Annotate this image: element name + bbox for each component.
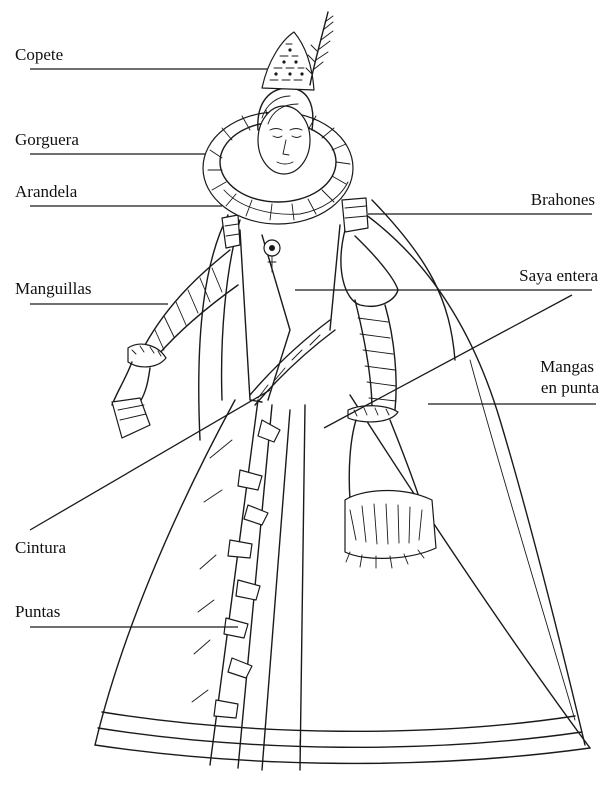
label-saya-entera: Saya entera [519, 266, 598, 285]
costume-illustration [95, 12, 590, 770]
leader-saya-entera-diag [324, 295, 572, 428]
label-brahones: Brahones [531, 190, 595, 209]
leader-cintura [30, 390, 270, 530]
label-cintura: Cintura [15, 538, 66, 557]
label-gorguera: Gorguera [15, 130, 79, 149]
label-mangas-line1: Mangas [540, 357, 594, 376]
label-copete: Copete [15, 45, 63, 64]
label-puntas: Puntas [15, 602, 60, 621]
label-manguillas: Manguillas [15, 279, 92, 298]
label-mangas-line2: en punta [541, 378, 600, 397]
label-arandela: Arandela [15, 182, 78, 201]
